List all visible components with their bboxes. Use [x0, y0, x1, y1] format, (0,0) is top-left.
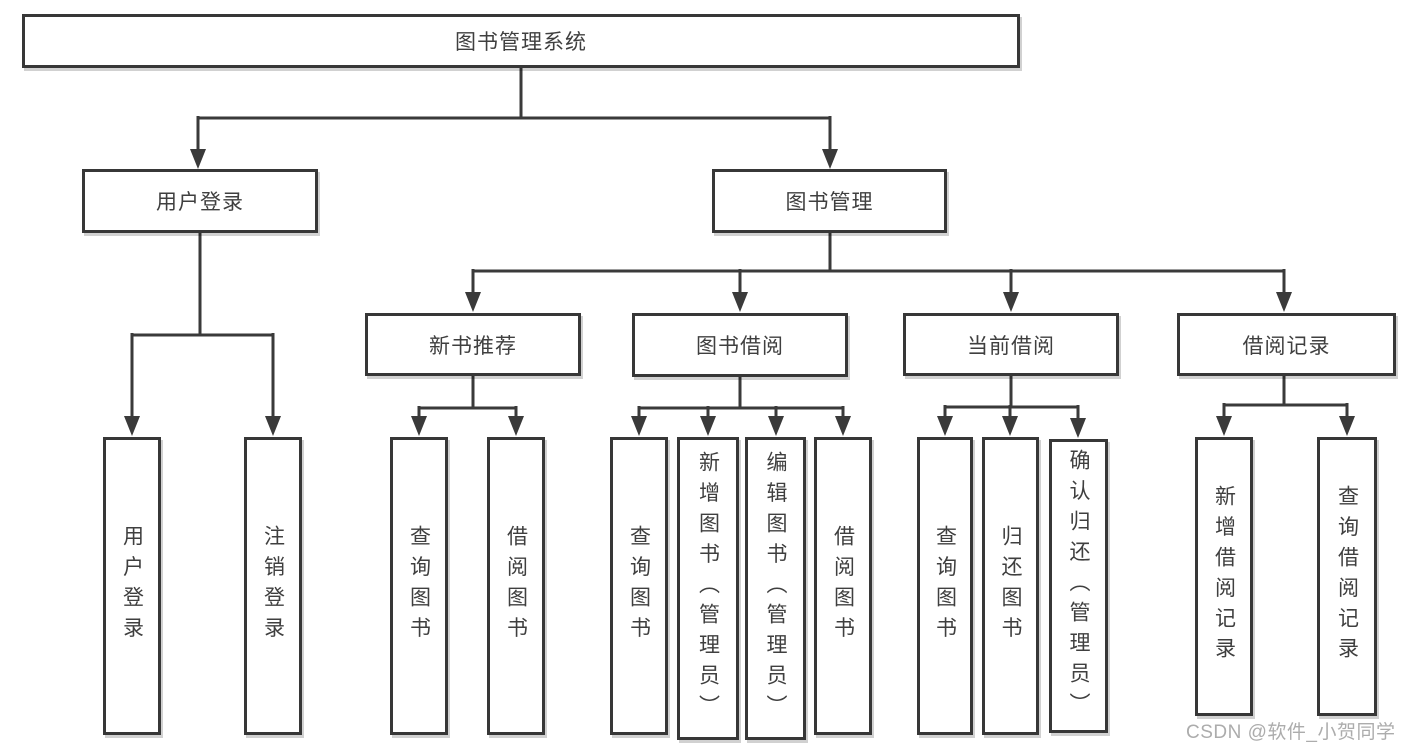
leaf-current-query-books: 查询图书 [917, 437, 973, 735]
arrowheads [124, 149, 1355, 438]
leaf-label: 新增借阅记录 [1212, 485, 1236, 668]
node-new-book-group: 新书推荐 [365, 313, 581, 376]
leaf-current-confirm-return-admin: 确认归还（管理员） [1049, 439, 1108, 733]
node-label: 图书管理系统 [455, 31, 587, 54]
leaf-current-return-books: 归还图书 [982, 437, 1039, 735]
leaf-borrow-edit-books-admin: 编辑图书（管理员） [745, 437, 806, 740]
node-label: 用户登录 [156, 191, 244, 214]
leaf-label: 查询借阅记录 [1335, 485, 1359, 668]
leaf-user-login: 用户登录 [103, 437, 161, 735]
node-label: 图书借阅 [696, 335, 784, 358]
leaf-label: 注销登录 [261, 525, 285, 647]
node-book-borrow-group: 图书借阅 [632, 313, 848, 377]
leaf-newbook-query-books: 查询图书 [390, 437, 448, 735]
connector-book-borrow-group [637, 377, 845, 421]
connector-new-book-group [417, 376, 518, 421]
leaf-label: 查询图书 [933, 525, 957, 647]
leaf-label: 用户登录 [120, 525, 144, 647]
node-book-management-branch: 图书管理 [712, 169, 947, 233]
leaf-records-add-record: 新增借阅记录 [1195, 437, 1253, 716]
node-system-root: 图书管理系统 [22, 14, 1020, 68]
leaf-borrow-borrow-books: 借阅图书 [814, 437, 872, 735]
leaf-label: 确认归还（管理员） [1067, 448, 1090, 724]
csdn-watermark: CSDN @软件_小贺同学 [1186, 722, 1396, 743]
connector-user-login-branch [130, 233, 275, 420]
leaf-label: 借阅图书 [831, 525, 855, 647]
node-label: 图书管理 [785, 191, 874, 214]
node-label: 借阅记录 [1242, 334, 1331, 358]
connector-book-management-branch [471, 233, 1286, 296]
connector-root-to-level1 [196, 68, 832, 152]
leaf-label: 编辑图书（管理员） [764, 451, 787, 726]
leaf-label: 归还图书 [999, 525, 1022, 647]
leaf-newbook-borrow-books: 借阅图书 [487, 437, 545, 735]
node-current-borrow-group: 当前借阅 [903, 313, 1119, 376]
node-borrow-records-group: 借阅记录 [1177, 313, 1396, 376]
node-label: 当前借阅 [967, 334, 1055, 358]
leaf-logout-login: 注销登录 [244, 437, 302, 735]
leaf-label: 查询图书 [627, 525, 651, 647]
leaf-label: 查询图书 [407, 525, 431, 647]
leaf-label: 借阅图书 [504, 525, 528, 647]
node-label: 新书推荐 [429, 334, 517, 358]
leaf-borrow-query-books: 查询图书 [610, 437, 668, 735]
leaf-borrow-add-books-admin: 新增图书（管理员） [677, 437, 739, 740]
leaf-label: 新增图书（管理员） [696, 451, 720, 726]
connector-borrow-records-group [1222, 376, 1349, 420]
leaf-records-query-record: 查询借阅记录 [1317, 437, 1377, 716]
connector-current-borrow-group [943, 376, 1080, 423]
node-user-login-branch: 用户登录 [82, 169, 318, 233]
